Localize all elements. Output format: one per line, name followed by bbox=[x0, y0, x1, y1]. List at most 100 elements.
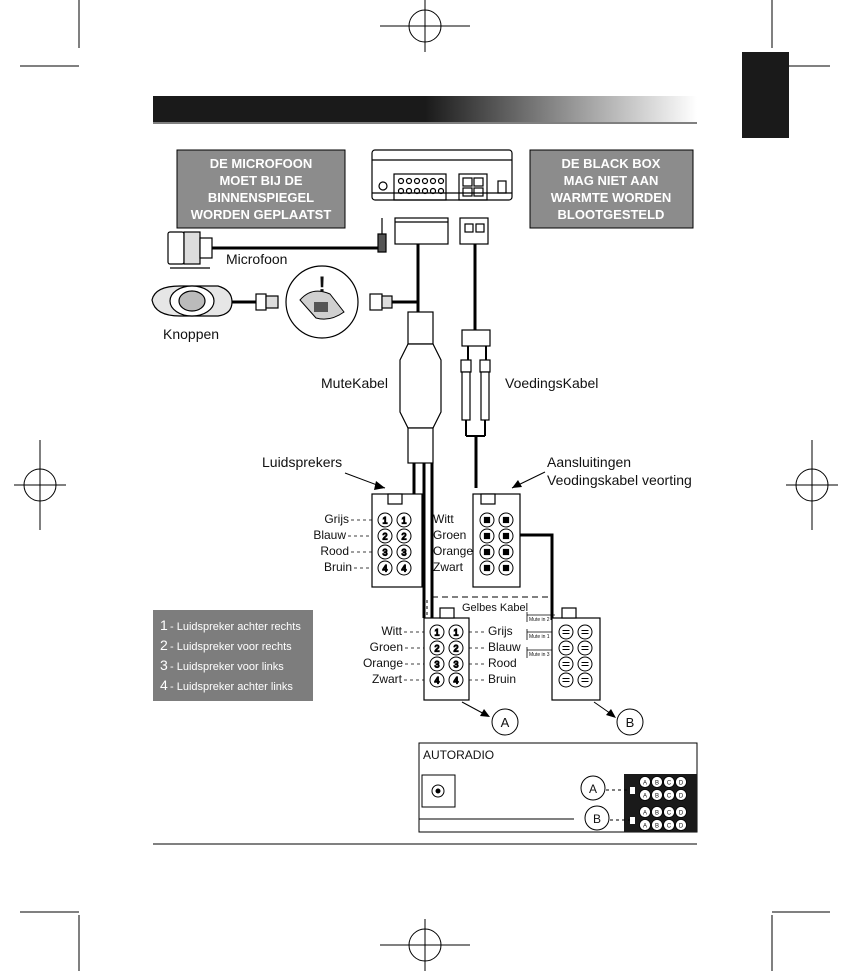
pin-3-left: 3 bbox=[377, 544, 393, 560]
radio-pin-label: B bbox=[655, 811, 659, 817]
top-dash-lines bbox=[348, 519, 372, 569]
power-connector bbox=[472, 493, 521, 588]
bottom-right-label-2: Blauw bbox=[488, 640, 521, 654]
pin-number: 3 bbox=[434, 660, 439, 670]
legend-number: 3 bbox=[160, 657, 168, 673]
pin-3-right: 3 bbox=[448, 656, 464, 672]
marker-a: A bbox=[461, 701, 519, 736]
microphone-label: Microfoon bbox=[226, 251, 287, 267]
radio-pin-label: B bbox=[655, 794, 659, 800]
power-pin bbox=[479, 528, 495, 544]
marker-b-label: B bbox=[626, 715, 635, 730]
b-pin bbox=[558, 672, 574, 688]
bottom-left-label-1: Witt bbox=[381, 624, 402, 638]
power-pin bbox=[479, 544, 495, 560]
b-pin bbox=[558, 640, 574, 656]
radio-pin-label: B bbox=[655, 781, 659, 787]
speaker-wires bbox=[412, 463, 434, 618]
top-left-label-2: Blauw bbox=[313, 528, 346, 542]
pin-2-left: 2 bbox=[377, 528, 393, 544]
bottom-connector-labels: Witt Groen Orange Zwart Grijs Blauw Rood… bbox=[363, 624, 521, 686]
pin-2-left: 2 bbox=[429, 640, 445, 656]
yellow-cable bbox=[426, 596, 552, 620]
radio-pin: D bbox=[675, 819, 687, 831]
radio-pin: D bbox=[675, 776, 687, 788]
warning-right-line-4: BLOOTGESTELD bbox=[558, 207, 665, 222]
pin-4-left: 4 bbox=[377, 560, 393, 576]
pin-number: 4 bbox=[382, 564, 387, 574]
bottom-left-label-4: Zwart bbox=[372, 672, 403, 686]
b-pin bbox=[577, 672, 593, 688]
mute-in-2-label: Mute in 2 bbox=[529, 617, 550, 623]
top-right-label-3: Orange bbox=[433, 544, 473, 558]
b-pin bbox=[558, 656, 574, 672]
connections-label-2: Veodingskabel veorting bbox=[547, 472, 692, 488]
radio-pin: B bbox=[651, 819, 663, 831]
microphone bbox=[167, 218, 387, 269]
bottom-dash-lines bbox=[404, 631, 486, 681]
radio-pin: D bbox=[675, 806, 687, 818]
radio-pin-label: C bbox=[667, 781, 672, 787]
b-pin bbox=[577, 624, 593, 640]
radio-pin-label: C bbox=[667, 824, 672, 830]
power-pin bbox=[498, 560, 514, 576]
top-connector-labels: Grijs Blauw Rood Bruin Witt Groen Orange… bbox=[313, 512, 473, 574]
buttons-label: Knoppen bbox=[163, 326, 219, 342]
pin-3-left: 3 bbox=[429, 656, 445, 672]
pin-number: 2 bbox=[401, 532, 406, 542]
radio-pin-label: C bbox=[667, 794, 672, 800]
main-plug bbox=[394, 217, 489, 245]
crop-marks bbox=[14, 0, 838, 971]
bottom-left-label-3: Orange bbox=[363, 656, 403, 670]
pin-2-right: 2 bbox=[448, 640, 464, 656]
marker-b: B bbox=[593, 701, 644, 736]
connector-b bbox=[551, 607, 601, 701]
radio-pin-label: D bbox=[679, 781, 684, 787]
radio-pin-label: A bbox=[643, 811, 647, 817]
warning-left-line-4: WORDEN GEPLAATST bbox=[191, 207, 332, 222]
pin-3-right: 3 bbox=[396, 544, 412, 560]
pin-number: 3 bbox=[382, 548, 387, 558]
blackbox-warning: DE BLACK BOX MAG NIET AAN WARMTE WORDEN … bbox=[529, 149, 694, 229]
top-left-label-4: Bruin bbox=[324, 560, 352, 574]
pin-1-right: 1 bbox=[448, 624, 464, 640]
mute-cable-sleeve bbox=[399, 311, 442, 464]
pin-number: 1 bbox=[382, 516, 387, 526]
radio-pin: B bbox=[651, 776, 663, 788]
connections-arrow bbox=[511, 471, 546, 489]
b-pin bbox=[558, 624, 574, 640]
b-pin bbox=[577, 656, 593, 672]
radio-pin: C bbox=[663, 789, 675, 801]
power-pin bbox=[498, 544, 514, 560]
warning-right-line-3: WARMTE WORDEN bbox=[551, 190, 672, 205]
radio-pin: D bbox=[675, 789, 687, 801]
pin-number: 1 bbox=[401, 516, 406, 526]
radio-pin-label: D bbox=[679, 794, 684, 800]
b-pin bbox=[577, 640, 593, 656]
bottom-right-label-4: Bruin bbox=[488, 672, 516, 686]
power-cable-plugs bbox=[460, 329, 491, 488]
legend-number: 1 bbox=[160, 617, 168, 633]
power-pin bbox=[479, 512, 495, 528]
top-right-label-4: Zwart bbox=[433, 560, 464, 574]
top-right-label-1: Witt bbox=[433, 512, 454, 526]
black-box-unit bbox=[371, 149, 513, 201]
legend-text: - Luidspreker voor rechts bbox=[170, 641, 292, 653]
radio-pin-label: D bbox=[679, 824, 684, 830]
language-tab bbox=[742, 52, 789, 138]
radio-pin: A bbox=[639, 819, 651, 831]
radio-marker-a: A bbox=[589, 782, 597, 796]
pin-number: 4 bbox=[401, 564, 406, 574]
bottom-left-label-2: Groen bbox=[370, 640, 403, 654]
power-pin bbox=[479, 560, 495, 576]
radio-pin-label: A bbox=[643, 824, 647, 830]
legend-text: - Luidspreker voor links bbox=[170, 661, 284, 673]
connector-detail: ! bbox=[285, 265, 359, 339]
radio-pin-label: A bbox=[643, 794, 647, 800]
pin-1-left: 1 bbox=[377, 512, 393, 528]
speakers-label: Luidsprekers bbox=[262, 454, 342, 470]
legend-text: - Luidspreker achter rechts bbox=[170, 621, 301, 633]
pin-number: 2 bbox=[382, 532, 387, 542]
bottom-right-label-1: Grijs bbox=[488, 624, 513, 638]
